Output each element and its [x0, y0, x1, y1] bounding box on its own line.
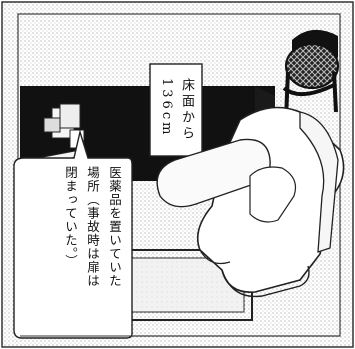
medicine-location-label: 医薬品を置いていた 場所（事故時は扉は 閉まっていた。） — [63, 166, 122, 288]
height-label-box — [149, 63, 203, 157]
speech-bubble-medicine — [13, 129, 133, 339]
chair — [282, 29, 339, 119]
sofa — [156, 106, 345, 298]
height-label: 床面から 136cm — [159, 78, 194, 142]
